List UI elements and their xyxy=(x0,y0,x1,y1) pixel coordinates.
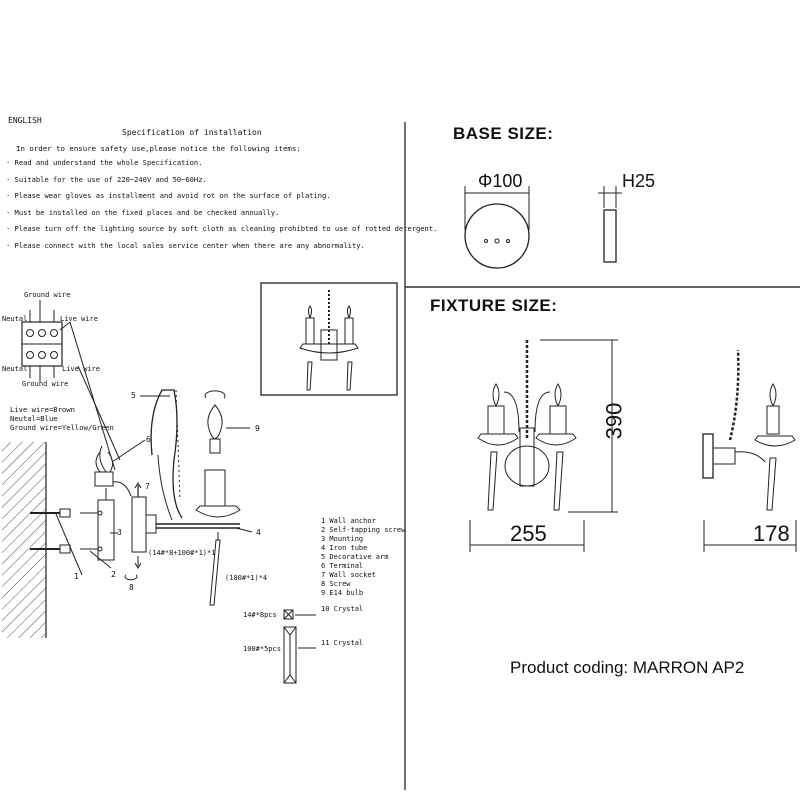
crystal-legend-shapes xyxy=(283,609,316,684)
legend-item: 1 Wall anchor xyxy=(321,517,376,525)
base-plate-side-view xyxy=(603,209,617,263)
neutal-label-top: Neutal xyxy=(2,315,28,323)
callout-2: 2 xyxy=(111,570,116,579)
wall-hatch xyxy=(2,442,47,638)
live-wire-label-top: Live wire xyxy=(60,315,98,323)
parts-legend: 1 Wall anchor 2 Self-tapping screw 3 Mou… xyxy=(321,517,405,648)
e14-bulb-icon xyxy=(204,390,226,454)
candle-cup xyxy=(195,505,241,518)
crystal-large-qty: 100#*5pcs xyxy=(243,645,281,653)
base-size-heading: BASE SIZE: xyxy=(453,124,554,143)
product-coding: Product coding: MARRON AP2 xyxy=(510,658,745,677)
legend-item: 6 Terminal xyxy=(321,562,364,570)
wall-socket xyxy=(131,496,147,553)
legend-item: 10 Crystal xyxy=(321,605,364,613)
formula-drop: (100#*1)*4 xyxy=(225,574,268,582)
spec-item: · Suitable for the use of 220~240V and 5… xyxy=(6,174,207,184)
decorative-arm xyxy=(150,389,183,519)
callout-7: 7 xyxy=(145,482,150,491)
wall-anchor-icon xyxy=(30,508,71,554)
base-size-drawing xyxy=(464,186,622,269)
crystal-small-qty: 14#*8pcs xyxy=(243,611,277,619)
legend-item: 4 Iron tube xyxy=(321,544,368,552)
fixture-width-label: 255 xyxy=(510,521,547,546)
crystal-small-icon xyxy=(283,609,294,620)
callout-5: 5 xyxy=(131,391,136,400)
legend-item: 3 Mounting xyxy=(321,535,364,543)
callout-3: 3 xyxy=(117,528,122,537)
language-label: ENGLISH xyxy=(8,116,42,125)
mounting-plate xyxy=(97,499,115,561)
live-wire-label-bottom: Live wire xyxy=(62,365,100,373)
spec-list: · Read and understand the whole Specific… xyxy=(6,158,437,257)
spec-item: · Read and understand the whole Specific… xyxy=(6,158,203,167)
base-diameter-label: Φ100 xyxy=(478,171,523,191)
fixture-size-heading: FIXTURE SIZE: xyxy=(430,296,558,315)
base-height-label: H25 xyxy=(622,171,656,191)
crystal-large-icon xyxy=(283,626,297,684)
callout-1: 1 xyxy=(74,572,79,581)
callout-4: 4 xyxy=(256,528,261,537)
fixture-depth-label: 178 xyxy=(753,521,790,546)
formula-main: (14#*8+100#*1)*1 xyxy=(148,549,216,557)
spec-item: · Please turn off the lighting source by… xyxy=(6,224,438,233)
fixture-thumbnail xyxy=(260,282,398,396)
candle-sleeve xyxy=(204,469,226,507)
spec-item: · Must be installed on the fixed places … xyxy=(6,207,280,217)
callout-9: 9 xyxy=(255,424,260,433)
ground-wire-label-top: Ground wire xyxy=(24,291,71,299)
legend-item: 7 Wall socket xyxy=(321,571,376,579)
callout-8: 8 xyxy=(129,583,134,592)
legend-item: 5 Decorative arm xyxy=(321,553,389,561)
callout-6: 6 xyxy=(146,435,151,444)
legend-item: 8 Screw xyxy=(321,580,351,588)
base-plate-top-view xyxy=(464,203,530,269)
neutal-label-bottom: Neutal xyxy=(2,365,28,373)
fixture-height-label: 390 xyxy=(601,402,627,440)
legend-item: 11 Crystal xyxy=(321,639,364,647)
legend-item: 9 E14 bulb xyxy=(321,589,364,597)
spec-item: · Please wear gloves as installment and … xyxy=(6,191,331,200)
legend-item: 2 Self-tapping screw xyxy=(321,526,406,534)
self-tapping-screw-icon xyxy=(80,510,103,552)
spec-intro: In order to ensure safety use,please not… xyxy=(16,144,301,153)
spec-title: Specification of installation xyxy=(122,128,262,137)
terminal-icon xyxy=(94,445,132,497)
ground-wire-label-bottom: Ground wire xyxy=(22,380,69,388)
section-dividers xyxy=(404,122,800,790)
wire-color-legend: Live wire=Brown Neutal=Blue Ground wire=… xyxy=(10,405,114,432)
spec-item: · Please connect with the local sales se… xyxy=(6,240,365,250)
